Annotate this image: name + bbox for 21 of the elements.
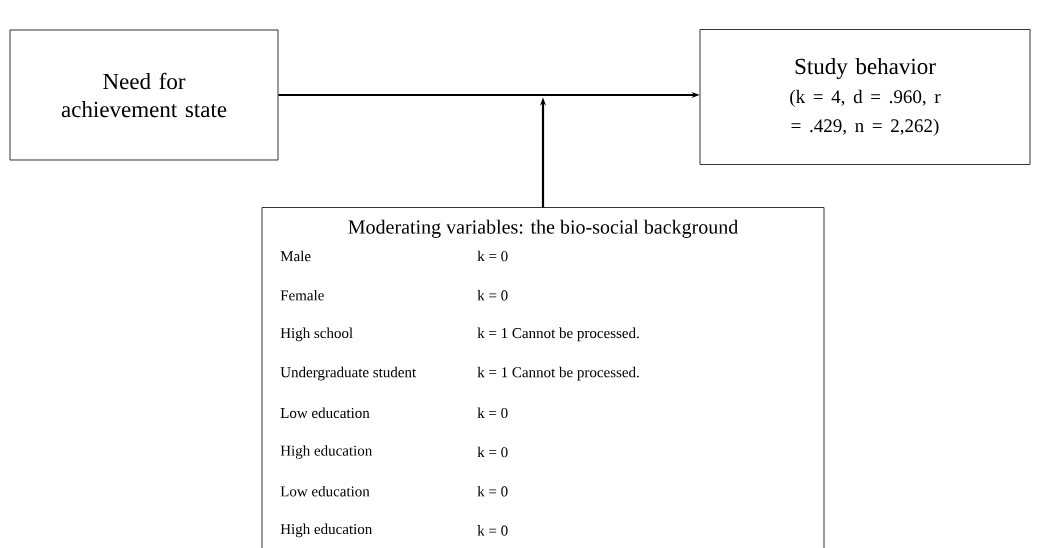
box-text: Study behavior (795, 58, 936, 79)
table-text: k = 0 (477, 525, 508, 536)
box-text: Need for achievement state (61, 72, 227, 118)
table-text: Male (280, 250, 311, 262)
table-text: Low education (280, 407, 370, 419)
table-text: k = 0 (477, 407, 508, 419)
table-text: Low education (280, 485, 370, 497)
table-text: k = 1 Cannot be processed. (477, 327, 639, 342)
table-text: k = 0 (477, 485, 508, 497)
table-text: k = 1 Cannot be processed. (477, 366, 639, 381)
table-text: High school (280, 327, 353, 342)
table-text: High education (280, 445, 373, 459)
text-box (699, 29, 1031, 165)
table-text: Female (280, 289, 324, 301)
table-text: k = 0 (477, 446, 508, 458)
text-box (9, 29, 279, 161)
table-text: k = 0 (477, 289, 508, 301)
box-text: (k = 4, d = .960, r = .429, n = 2,262) (790, 89, 941, 136)
table-text: Undergraduate student (280, 366, 417, 381)
table-text: High education (280, 523, 373, 538)
table-text: k = 0 (477, 250, 508, 262)
